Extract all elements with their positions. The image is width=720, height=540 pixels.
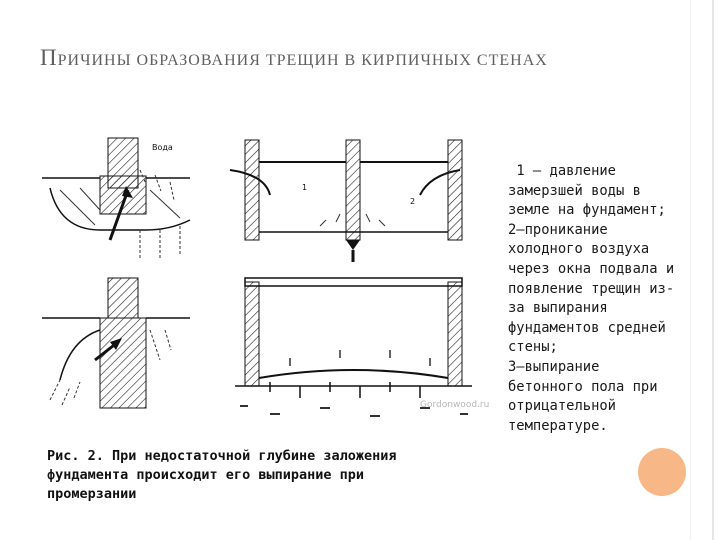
diagram-bottom-right (235, 277, 472, 417)
decorative-circle (638, 448, 686, 496)
label-voda: Вода (152, 143, 173, 152)
foundation-diagram: Вода 1 2 (42, 137, 472, 417)
title-first-letter: П (40, 45, 58, 70)
legend-text: 1 — давление замерзшей воды в земле на ф… (508, 163, 675, 434)
title-rest: ричины образования трещин в кирпичных ст… (57, 52, 548, 69)
figure-caption: Рис. 2. При недостаточной глубине заложе… (47, 448, 397, 502)
watermark: Gordonwood.ru (420, 400, 490, 410)
frame-line-right-outer (712, 0, 714, 540)
label-number-1: 1 (302, 183, 307, 192)
frame-line-right-inner (690, 0, 691, 540)
slide-title: Причины образования трещин в кирпичных с… (40, 38, 560, 81)
diagram-bottom-left (42, 277, 190, 409)
diagram-top-left: Вода (42, 137, 191, 260)
diagram-top-right: 1 2 (229, 139, 463, 262)
label-number-2: 2 (410, 197, 415, 206)
